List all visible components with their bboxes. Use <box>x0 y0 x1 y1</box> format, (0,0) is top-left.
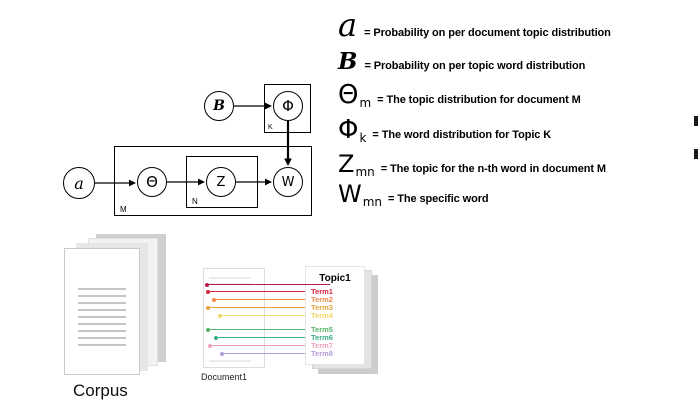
legend-theta-symbol: Θ <box>338 80 359 110</box>
text-line <box>209 360 251 362</box>
legend-phi-text: = The word distribution for Topic K <box>372 129 552 141</box>
node-phi: Φ <box>273 91 303 121</box>
term-connector <box>212 297 306 302</box>
topic-term: Term5 <box>311 325 333 334</box>
text-line <box>209 283 251 285</box>
link-dot <box>212 297 216 302</box>
term-connector <box>220 351 306 356</box>
node-theta: Θ <box>137 167 167 197</box>
term-connector <box>206 289 306 294</box>
z-symbol: Z <box>216 174 226 190</box>
plate-n-label: N <box>192 197 198 206</box>
legend-z-symbol: Z <box>338 150 355 178</box>
corpus-label: Corpus <box>73 381 128 400</box>
legend-beta-text: = Probability on per topic word distribu… <box>364 60 586 72</box>
plate-m: M <box>114 146 312 216</box>
link-dot <box>206 289 210 294</box>
document-label: Document1 <box>201 372 248 382</box>
topic-term: Term2 <box>311 295 333 304</box>
term-connector <box>218 313 306 318</box>
plate-k-label: K <box>268 124 273 131</box>
link-dot <box>208 343 212 348</box>
legend-theta-text: = The topic distribution for document M <box>377 94 581 106</box>
legend-z-sub: mn <box>355 165 375 179</box>
text-line <box>78 316 126 318</box>
node-alpha: a <box>63 167 95 199</box>
topic-link-line <box>205 282 330 287</box>
term-connector <box>214 335 306 340</box>
topic-term: Term7 <box>311 341 333 350</box>
topic-term: Term3 <box>311 303 333 312</box>
text-line <box>209 277 251 279</box>
edge-artifact <box>694 149 698 159</box>
text-line <box>78 344 126 346</box>
link-dot <box>218 313 222 318</box>
w-symbol: W <box>281 174 295 190</box>
node-z: Z <box>206 167 236 197</box>
text-line <box>78 337 126 339</box>
legend-w-text: = The specific word <box>388 193 489 205</box>
legend-w-sub: mn <box>362 195 383 209</box>
topic-term: Term6 <box>311 333 333 342</box>
theta-symbol: Θ <box>146 173 158 191</box>
corpus-page-front <box>64 248 140 375</box>
legend-alpha-text: = Probability on per document topic dist… <box>364 27 611 39</box>
legend-row-beta: B = Probability on per topic word distri… <box>338 48 585 75</box>
link-dot <box>206 305 210 310</box>
topic-term: Term8 <box>311 349 333 358</box>
text-line <box>78 302 126 304</box>
edge-artifact <box>694 116 698 126</box>
legend-z-text: = The topic for the n-th word in documen… <box>380 163 606 175</box>
link-dot <box>214 335 218 340</box>
legend-theta-sub: m <box>359 96 372 110</box>
text-line <box>78 330 126 332</box>
topic-term-list: Term1 Term2 Term3 Term4 Term5 Term6 Term… <box>306 288 364 358</box>
text-line <box>78 323 126 325</box>
text-line <box>78 288 126 290</box>
topic-title: Topic1 <box>319 273 351 284</box>
legend-phi-sub: k <box>359 131 367 145</box>
legend-beta-symbol: B <box>338 48 358 75</box>
term-connector <box>206 327 306 332</box>
node-w: W <box>273 167 303 197</box>
link-dot <box>205 282 209 287</box>
link-dot <box>220 351 224 356</box>
phi-symbol: Φ <box>282 97 294 115</box>
text-line <box>78 295 126 297</box>
term-connector <box>208 343 306 348</box>
term-connector <box>206 305 306 310</box>
node-beta: B <box>204 91 234 121</box>
topic-card: Topic1 Term1 Term2 Term3 Term4 Term5 Ter… <box>305 266 365 365</box>
legend-row-alpha: a = Probability on per document topic di… <box>338 6 611 44</box>
plate-m-label: M <box>120 205 127 214</box>
legend-w-symbol: W <box>338 180 362 208</box>
topic-term: Term4 <box>311 311 333 320</box>
beta-symbol: B <box>213 98 225 114</box>
alpha-symbol: a <box>74 173 84 193</box>
legend-phi-symbol: Φ <box>338 115 359 145</box>
topic-term: Term1 <box>311 287 333 296</box>
legend-alpha-symbol: a <box>338 6 358 44</box>
link-dot <box>206 327 210 332</box>
text-line <box>78 309 126 311</box>
